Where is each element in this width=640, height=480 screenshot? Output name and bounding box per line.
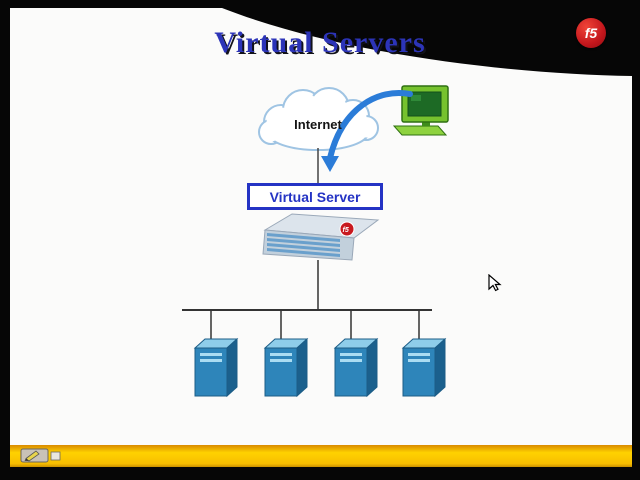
slide-title: Virtual Servers [214, 26, 426, 59]
pool-server-2-icon [263, 337, 309, 398]
f5-logo-text: f5 [584, 25, 598, 41]
network-diagram: f5 [182, 85, 449, 398]
server-drop-lines [210, 310, 420, 342]
appliance-f5-badge-icon [339, 221, 355, 237]
client-computer-icon [392, 85, 449, 136]
pool-server-1-icon [193, 337, 239, 398]
request-arrow-icon [321, 90, 413, 172]
slide-swoosh-decoration [222, 8, 632, 76]
bigip-appliance: f5 [262, 213, 380, 261]
annotation-pen-icon[interactable] [20, 448, 64, 464]
pool-server-4-icon [401, 337, 447, 398]
pool-server-3-icon [333, 337, 379, 398]
mouse-cursor-icon [488, 274, 502, 292]
slide-canvas: Virtual Servers f5 [10, 8, 632, 445]
virtual-server-box: Virtual Server [247, 183, 383, 210]
appliance-f5-badge-text: f5 [343, 227, 349, 234]
internet-label: Internet [294, 117, 342, 132]
f5-logo-ball: f5 [576, 18, 606, 48]
virtual-server-label: Virtual Server [269, 188, 361, 205]
presenter-bottom-bar [10, 445, 632, 467]
f5-logo-icon: f5 [576, 18, 606, 48]
